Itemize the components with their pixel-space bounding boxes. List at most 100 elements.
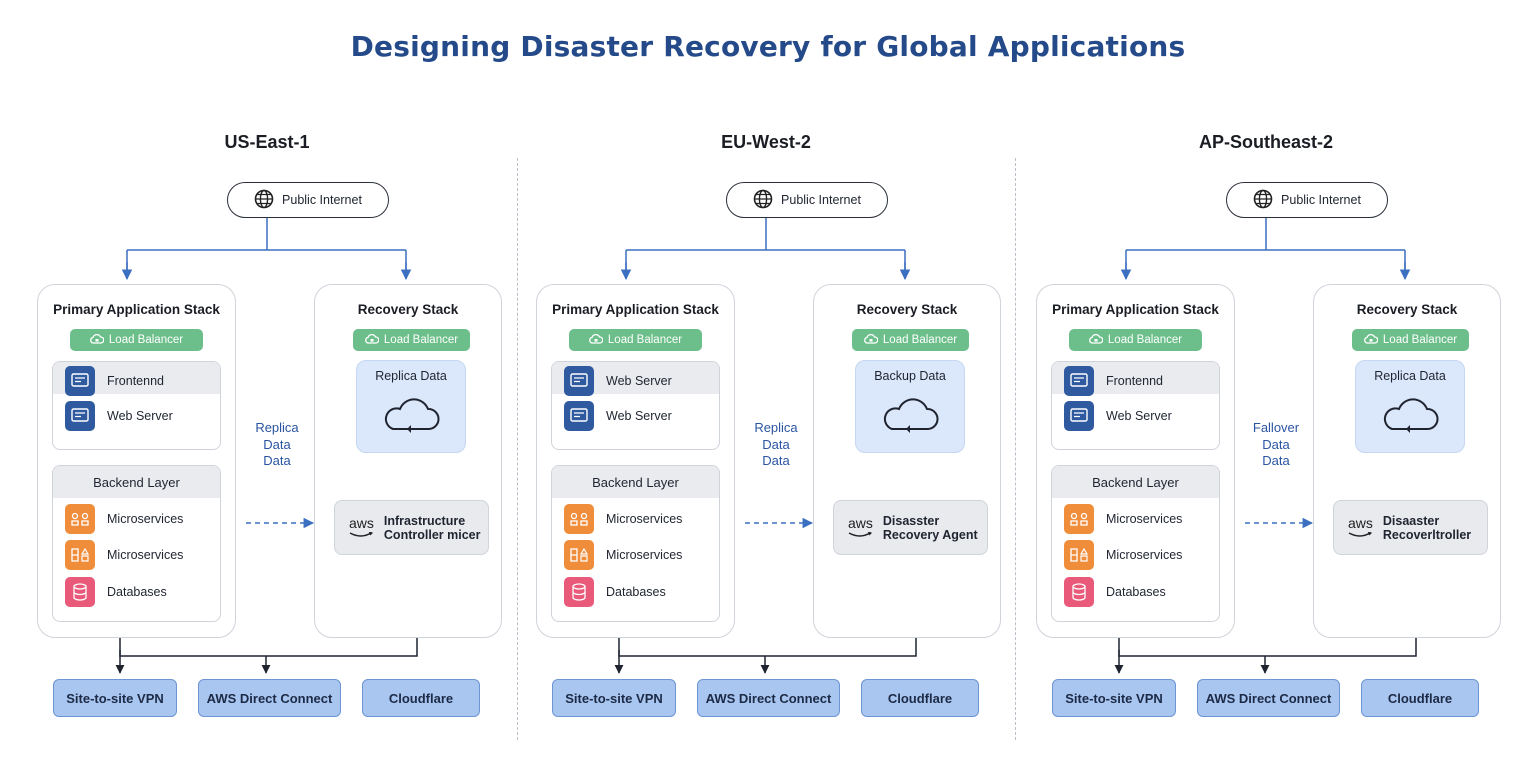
globe-icon xyxy=(1253,189,1273,212)
backend-item-label: Databases xyxy=(606,585,666,599)
region-divider xyxy=(517,158,518,740)
backend-layer-title: Backend Layer xyxy=(93,475,180,490)
public-internet-node: Public Internet xyxy=(227,182,389,218)
backend-item: Databases xyxy=(564,577,666,607)
web-tier-group: Web Server Web Server xyxy=(551,361,720,450)
server-icon xyxy=(1064,401,1094,431)
cloud-lock-icon xyxy=(90,333,105,348)
replication-label: Replica Data Data xyxy=(255,420,299,468)
backend-item-label: Microservices xyxy=(1106,512,1183,526)
microservice-icon xyxy=(1064,504,1094,534)
aws-controller-label: Disasster Recovery Agent xyxy=(882,513,978,542)
data-store-card: Replica Data xyxy=(1355,360,1465,453)
web-tier-item-label: Frontennd xyxy=(107,374,164,388)
backend-layer-group: Backend Layer Microservices Microservice… xyxy=(551,465,720,622)
region-title: US-East-1 xyxy=(224,132,310,152)
backend-item-label: Microservices xyxy=(1106,548,1183,562)
connection-site-to-site-vpn: Site-to-site VPN xyxy=(1052,679,1176,717)
cloud-lock-icon xyxy=(365,333,380,348)
cloud-sync-icon xyxy=(880,397,942,442)
backend-item-label: Microservices xyxy=(107,548,184,562)
backend-item: Databases xyxy=(1064,577,1166,607)
load-balancer-label: Load Balancer xyxy=(607,334,683,346)
web-tier-item: Frontennd xyxy=(65,366,164,396)
load-balancer-label: Load Balancer xyxy=(882,334,958,346)
cloud-lock-icon xyxy=(1089,333,1104,348)
web-tier-group: Frontennd Web Server xyxy=(52,361,221,450)
backend-layer-header xyxy=(1052,466,1219,498)
connection-aws-direct-connect: AWS Direct Connect xyxy=(697,679,840,717)
recovery-stack-title: Recovery Stack xyxy=(856,302,958,317)
microservice-icon xyxy=(564,504,594,534)
load-balancer-label: Load Balancer xyxy=(1107,334,1183,346)
cloud-lock-icon xyxy=(589,333,604,348)
recovery-stack-title: Recovery Stack xyxy=(1356,302,1458,317)
primary-stack-panel: Primary Application Stack Load Balancer … xyxy=(37,284,236,638)
database-icon xyxy=(1064,577,1094,607)
aws-controller: aws Infrastructure Controller micer xyxy=(334,500,489,555)
backend-layer-header xyxy=(552,466,719,498)
data-store-card: Replica Data xyxy=(356,360,466,453)
load-balancer: Load Balancer xyxy=(852,329,969,351)
primary-stack-title: Primary Application Stack xyxy=(552,302,719,317)
aws-logo: aws xyxy=(848,516,873,538)
server-icon xyxy=(1064,366,1094,396)
load-balancer-label: Load Balancer xyxy=(108,334,184,346)
data-store-title: Replica Data xyxy=(375,369,447,383)
web-tier-item-label: Web Server xyxy=(1106,409,1172,423)
server-icon xyxy=(65,401,95,431)
backend-layer-title: Backend Layer xyxy=(592,475,679,490)
aws-controller-label: Disaaster Recoverltroller xyxy=(1382,513,1472,542)
backend-layer-group: Backend Layer Microservices Microservice… xyxy=(52,465,221,622)
backend-layer-header xyxy=(53,466,220,498)
web-tier-item: Web Server xyxy=(1064,401,1172,431)
data-store-title: Backup Data xyxy=(874,369,946,383)
backend-item: Microservices xyxy=(65,540,184,570)
web-tier-item-label: Web Server xyxy=(606,374,672,388)
internet-link xyxy=(126,218,407,278)
microservice-icon xyxy=(564,540,594,570)
cloud-lock-icon xyxy=(1364,333,1379,348)
microservice-icon xyxy=(65,540,95,570)
backend-layer-group: Backend Layer Microservices Microservice… xyxy=(1051,465,1220,622)
server-icon xyxy=(564,366,594,396)
region-title: EU-West-2 xyxy=(721,132,811,152)
recovery-stack-panel: Recovery Stack Load Balancer Replica Dat… xyxy=(314,284,502,638)
server-icon xyxy=(564,401,594,431)
primary-stack-panel: Primary Application Stack Load Balancer … xyxy=(536,284,735,638)
microservice-icon xyxy=(65,504,95,534)
web-tier-item-label: Web Server xyxy=(606,409,672,423)
load-balancer: Load Balancer xyxy=(569,329,702,351)
connection-site-to-site-vpn: Site-to-site VPN xyxy=(53,679,177,717)
globe-icon xyxy=(254,189,274,212)
public-internet-label: Public Internet xyxy=(282,193,362,207)
internet-link xyxy=(625,218,906,278)
server-icon xyxy=(65,366,95,396)
web-tier-group: Frontennd Web Server xyxy=(1051,361,1220,450)
globe-icon xyxy=(753,189,773,212)
load-balancer: Load Balancer xyxy=(1352,329,1469,351)
connection-cloudflare: Cloudflare xyxy=(362,679,480,717)
backend-item: Microservices xyxy=(564,540,682,570)
region-column: AP-Southeast-2 Public Internet Primary A… xyxy=(1036,0,1536,768)
backend-item: Microservices xyxy=(564,504,682,534)
public-internet-label: Public Internet xyxy=(781,193,861,207)
recovery-stack-panel: Recovery Stack Load Balancer Backup Data… xyxy=(813,284,1001,638)
aws-logo: aws xyxy=(1348,516,1373,538)
backend-item: Microservices xyxy=(1064,504,1183,534)
aws-controller-label: Infrastructure Controller micer xyxy=(383,513,481,542)
diagram-title: Designing Disaster Recovery for Global A… xyxy=(350,30,1186,63)
connection-cloudflare: Cloudflare xyxy=(861,679,979,717)
replication-label: Replica Data Data xyxy=(754,420,798,468)
load-balancer: Load Balancer xyxy=(1069,329,1202,351)
recovery-stack-panel: Recovery Stack Load Balancer Replica Dat… xyxy=(1313,284,1501,638)
data-store-card: Backup Data xyxy=(855,360,965,453)
web-tier-item: Web Server xyxy=(564,401,672,431)
load-balancer-label: Load Balancer xyxy=(383,334,459,346)
microservice-icon xyxy=(1064,540,1094,570)
load-balancer: Load Balancer xyxy=(70,329,203,351)
data-store-title: Replica Data xyxy=(1374,369,1446,383)
aws-logo: aws xyxy=(349,516,374,538)
backend-item-label: Microservices xyxy=(107,512,184,526)
backend-item: Databases xyxy=(65,577,167,607)
